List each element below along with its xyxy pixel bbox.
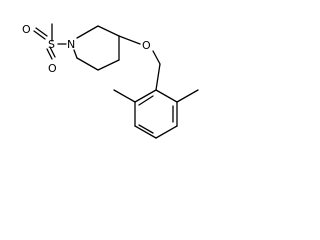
bond-c4-c5 (97, 59, 120, 71)
oxygen-ether-label: O (142, 39, 151, 52)
oxygen-top-label: O (22, 23, 31, 36)
sulfur-label: S (48, 38, 55, 51)
bond-ar-double-c (138, 95, 154, 106)
bond-ar-3-4 (155, 125, 178, 139)
bond-s-o-top-b (35, 27, 48, 37)
bond-methyl-right (176, 89, 199, 103)
bond-s-o-bottom-b (49, 46, 56, 58)
bond-c2-c3 (97, 25, 120, 37)
chemical-structure-diagram: S O O N O (22, 23, 199, 139)
bond-s-o-bottom-a (46, 48, 53, 60)
oxygen-bottom-label: O (48, 62, 57, 75)
bond-ch2-aryl (155, 63, 161, 91)
bond-methyl-left (113, 89, 136, 103)
bond-ar-double-b (138, 124, 154, 134)
bond-ar-1-2 (155, 89, 178, 103)
nitrogen-label: N (67, 38, 75, 51)
bond-ar-4-5 (134, 125, 157, 139)
bond-c6-n (73, 49, 78, 59)
bond-n-c2 (76, 25, 99, 39)
bond-c5-c6 (76, 57, 99, 71)
bond-s-o-top-a (33, 30, 46, 40)
bond-c3-oether (118, 35, 141, 45)
bond-ar-6-1 (134, 89, 157, 103)
bond-oether-ch2 (152, 50, 161, 65)
